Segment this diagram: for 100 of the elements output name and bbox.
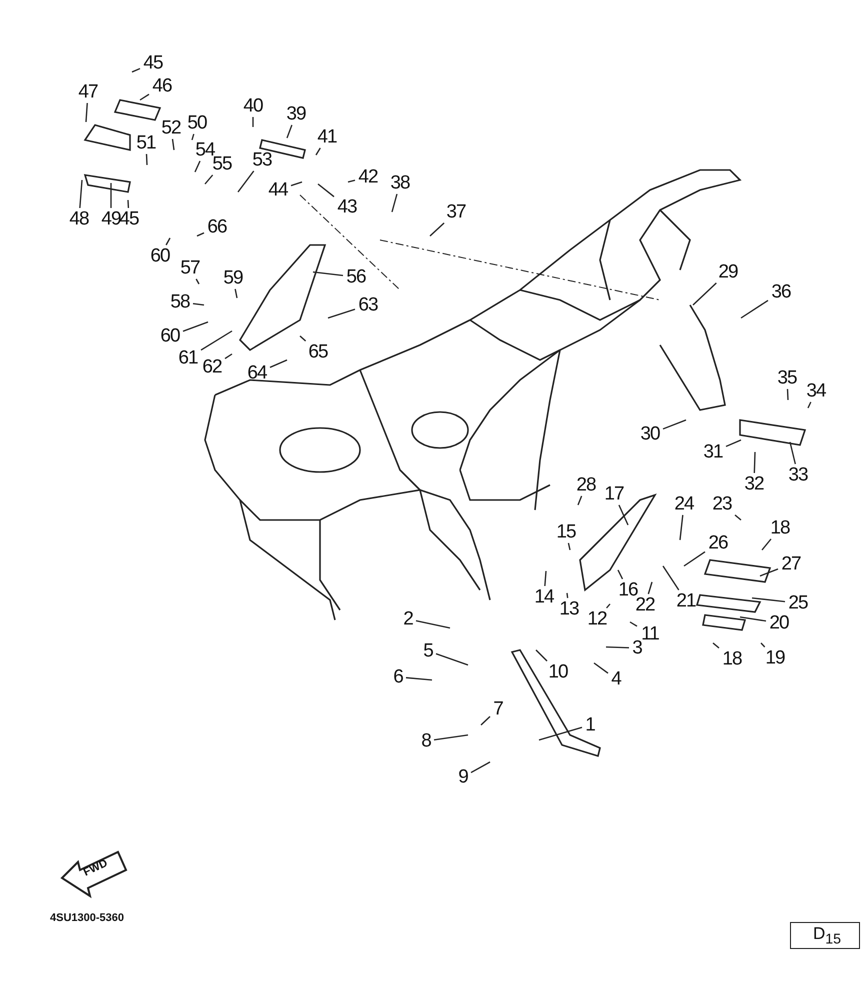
callout-number: 61 xyxy=(178,348,198,368)
callout-number: 52 xyxy=(161,118,181,138)
leader-line xyxy=(140,94,150,101)
callout-number: 7 xyxy=(493,700,503,718)
leader-line xyxy=(740,616,766,622)
leader-line xyxy=(606,646,630,648)
leader-line xyxy=(315,148,321,156)
callout-number: 18 xyxy=(722,650,742,668)
callout-number: 27 xyxy=(781,554,801,574)
callout-number: 43 xyxy=(337,198,357,216)
callout-number: 11 xyxy=(641,624,659,644)
leader-line xyxy=(480,716,490,726)
leader-line xyxy=(200,330,232,351)
leader-line xyxy=(630,621,638,627)
callout-number: 44 xyxy=(268,180,288,200)
leader-line xyxy=(430,222,445,236)
callout-number: 9 xyxy=(458,768,468,786)
callout-number: 30 xyxy=(640,424,660,444)
callout-number: 8 xyxy=(421,732,431,750)
leader-line xyxy=(196,232,204,237)
callout-number: 22 xyxy=(635,596,655,614)
leader-line xyxy=(648,582,653,594)
leader-line xyxy=(85,102,88,122)
leader-line xyxy=(196,278,200,284)
leader-line xyxy=(692,282,717,306)
leader-line xyxy=(110,183,112,208)
leader-line xyxy=(252,117,254,127)
leader-line xyxy=(760,568,778,577)
callout-number: 35 xyxy=(777,368,797,388)
leader-line xyxy=(132,68,140,73)
leader-line xyxy=(166,238,171,246)
leader-line xyxy=(662,419,686,430)
callout-number: 56 xyxy=(346,268,366,286)
callout-number: 33 xyxy=(788,466,808,484)
callout-number: 45 xyxy=(119,210,139,228)
callout-number: 66 xyxy=(207,218,227,236)
callout-number: 42 xyxy=(358,168,378,186)
leader-line xyxy=(544,570,547,586)
leader-line xyxy=(726,439,742,448)
callout-number: 48 xyxy=(69,210,89,228)
callout-number: 17 xyxy=(604,484,624,504)
leader-line xyxy=(172,138,175,150)
callout-number: 62 xyxy=(202,358,222,376)
leader-line xyxy=(191,134,194,140)
callout-number: 2 xyxy=(403,610,413,628)
leader-line xyxy=(348,180,356,183)
leader-line xyxy=(436,653,468,666)
callout-number: 65 xyxy=(308,342,328,362)
leader-line xyxy=(391,194,398,212)
leader-line xyxy=(290,181,302,186)
callout-number: 58 xyxy=(170,292,190,312)
callout-number: 4 xyxy=(611,670,621,688)
leader-line xyxy=(224,353,232,360)
callout-number: 47 xyxy=(78,82,98,102)
callout-number: 28 xyxy=(576,476,596,494)
leader-line xyxy=(434,734,468,740)
leader-line xyxy=(406,677,432,681)
callout-number: 29 xyxy=(718,262,738,282)
leader-line xyxy=(204,174,214,184)
callout-number: 41 xyxy=(317,128,337,146)
leader-line xyxy=(318,184,334,198)
callout-number: 6 xyxy=(393,668,403,686)
leader-line xyxy=(712,642,720,649)
callout-number: 19 xyxy=(765,648,785,668)
leader-line xyxy=(127,200,130,208)
callout-number: 25 xyxy=(788,594,808,612)
leader-line xyxy=(300,336,306,342)
part-code: 4SU1300-5360 xyxy=(50,912,124,924)
leader-line xyxy=(807,402,812,408)
callout-number: 26 xyxy=(708,534,728,552)
callout-number: 32 xyxy=(744,474,764,494)
leader-line xyxy=(594,662,608,674)
leader-line xyxy=(79,180,83,208)
callout-number: 23 xyxy=(712,494,732,514)
callout-number: 57 xyxy=(180,258,200,278)
callout-number: 63 xyxy=(358,296,378,314)
callout-number: 37 xyxy=(446,202,466,222)
callout-number: 36 xyxy=(771,282,791,302)
leader-line xyxy=(328,308,356,319)
leader-line xyxy=(538,726,582,741)
callout-number: 16 xyxy=(618,580,638,600)
callout-number: 38 xyxy=(390,174,410,192)
leader-line xyxy=(618,504,629,526)
callout-number: 1 xyxy=(585,716,595,734)
callout-number: 14 xyxy=(534,588,554,606)
callout-number: 18 xyxy=(770,518,790,538)
callout-number: 21 xyxy=(676,592,696,610)
leader-line xyxy=(182,321,208,332)
callout-number: 5 xyxy=(423,642,433,660)
leader-line xyxy=(192,302,204,306)
leader-line xyxy=(312,271,344,276)
leader-line xyxy=(286,124,292,138)
leader-line xyxy=(568,542,571,550)
callout-number: 20 xyxy=(769,614,789,632)
leader-line xyxy=(786,388,789,400)
leader-line xyxy=(194,160,201,172)
callout-number: 53 xyxy=(252,150,272,170)
leader-line xyxy=(237,170,254,192)
leader-line xyxy=(577,496,582,506)
leader-line xyxy=(662,566,680,590)
